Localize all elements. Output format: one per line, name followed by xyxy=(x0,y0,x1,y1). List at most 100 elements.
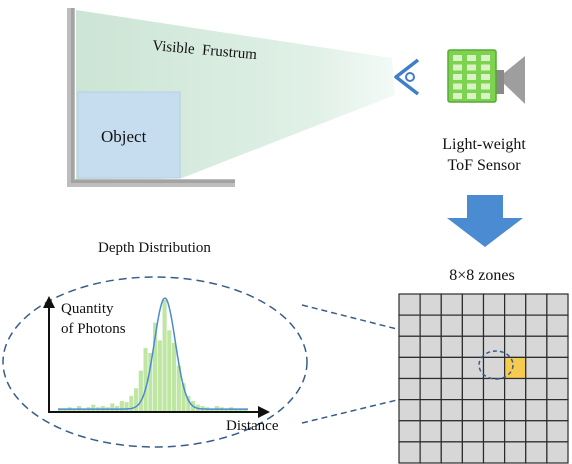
sensor-pad xyxy=(467,64,476,71)
zone-cell xyxy=(419,293,442,316)
scene-corner xyxy=(67,8,235,187)
zone-highlight-ring xyxy=(478,350,514,380)
zone-cell xyxy=(482,314,506,337)
zone-cell xyxy=(419,314,442,337)
zone-cell xyxy=(504,441,527,464)
zone-cell xyxy=(482,399,506,422)
zone-cell xyxy=(546,335,569,358)
histogram-bar xyxy=(143,347,148,411)
zone-cell xyxy=(461,441,485,464)
zone-cell xyxy=(398,356,421,380)
dashed-connector-bottom xyxy=(301,377,489,424)
histogram-bar xyxy=(172,342,177,411)
zone-cell xyxy=(440,335,463,358)
zone-cell xyxy=(504,314,527,337)
sensor-pad xyxy=(481,64,490,71)
zone-cell xyxy=(440,377,463,401)
sensor-pad xyxy=(481,93,490,99)
gaussian-fit-curve xyxy=(58,297,248,410)
histogram-bar xyxy=(134,388,139,411)
zone-cell xyxy=(419,441,442,464)
zone-cell xyxy=(461,420,485,443)
histogram-bar xyxy=(119,400,124,411)
zone-cell xyxy=(482,293,506,316)
zones-label: 8×8 zones xyxy=(449,267,514,284)
zone-cell xyxy=(398,314,421,337)
histogram-bar xyxy=(138,370,143,411)
sensor-pad xyxy=(481,74,490,80)
histogram-bar xyxy=(129,395,134,411)
dashed-connector-top xyxy=(301,304,489,353)
zone-cell xyxy=(546,293,569,316)
zone-cell xyxy=(398,293,421,316)
zone-cell xyxy=(398,335,421,358)
sensor-pad xyxy=(453,93,462,99)
zone-cell xyxy=(546,377,569,401)
sensor-pad xyxy=(481,55,490,61)
zone-cell xyxy=(504,377,527,401)
histogram-bar xyxy=(186,395,191,411)
zone-cell xyxy=(461,377,485,401)
histogram-bar xyxy=(124,402,129,411)
zone-cell xyxy=(461,314,485,337)
zone-cell xyxy=(419,356,442,380)
histogram-bar xyxy=(157,340,162,411)
zone-cell xyxy=(419,420,442,443)
x-axis-arrowhead xyxy=(258,406,270,418)
sensor-pad xyxy=(453,64,462,71)
sensor-label-line1: Light-weight xyxy=(442,136,526,153)
depth-distribution-ellipse xyxy=(2,276,308,448)
y-axis-label-line2: of Photons xyxy=(61,321,126,337)
zone-cell xyxy=(440,314,463,337)
sensor-pad xyxy=(481,83,490,90)
zone-cell xyxy=(440,356,463,380)
sensor-pad xyxy=(453,74,462,80)
zone-cell xyxy=(525,356,548,380)
sensor-label-line2: ToF Sensor xyxy=(447,157,521,174)
sensor-pad xyxy=(467,83,476,90)
zone-cell xyxy=(504,293,527,316)
zone-cell xyxy=(504,399,527,422)
sensor-pad xyxy=(467,93,476,99)
zone-cell xyxy=(525,377,548,401)
zone-cell xyxy=(440,420,463,443)
object-box xyxy=(77,91,181,179)
zone-cell xyxy=(525,314,548,337)
zone-cell xyxy=(461,293,485,316)
histogram xyxy=(43,296,270,418)
y-axis-label-line1: Quantity xyxy=(61,301,114,317)
eye-icon xyxy=(394,58,420,96)
tof-sensor-icon xyxy=(447,49,525,104)
zone-cell xyxy=(419,377,442,401)
zone-cell xyxy=(461,399,485,422)
zone-cell xyxy=(546,356,569,380)
zone-cell xyxy=(482,420,506,443)
zone-cell xyxy=(419,399,442,422)
histogram-bar xyxy=(91,404,96,411)
depth-distribution-title: Depth Distribution xyxy=(98,240,211,256)
histogram-bar xyxy=(110,403,115,411)
zone-cell xyxy=(546,314,569,337)
zone-cell xyxy=(398,420,421,443)
zone-cell xyxy=(461,335,485,358)
histogram-bar xyxy=(181,383,186,411)
object-label: Object xyxy=(101,127,147,146)
zone-cell xyxy=(398,399,421,422)
zone-grid xyxy=(398,293,569,464)
zone-cell xyxy=(525,420,548,443)
zone-cell xyxy=(398,441,421,464)
x-axis-label: Distance xyxy=(226,418,279,434)
histogram-bar xyxy=(162,300,167,411)
sensor-pad xyxy=(453,83,462,90)
zone-cell xyxy=(546,441,569,464)
histogram-bar xyxy=(148,352,153,411)
zone-cell xyxy=(525,399,548,422)
zone-cell xyxy=(419,335,442,358)
zone-cell xyxy=(482,441,506,464)
sensor-pad xyxy=(453,55,462,61)
zone-cell xyxy=(525,335,548,358)
y-axis-arrowhead xyxy=(43,296,55,308)
zone-cell xyxy=(440,399,463,422)
zone-cell xyxy=(398,377,421,401)
